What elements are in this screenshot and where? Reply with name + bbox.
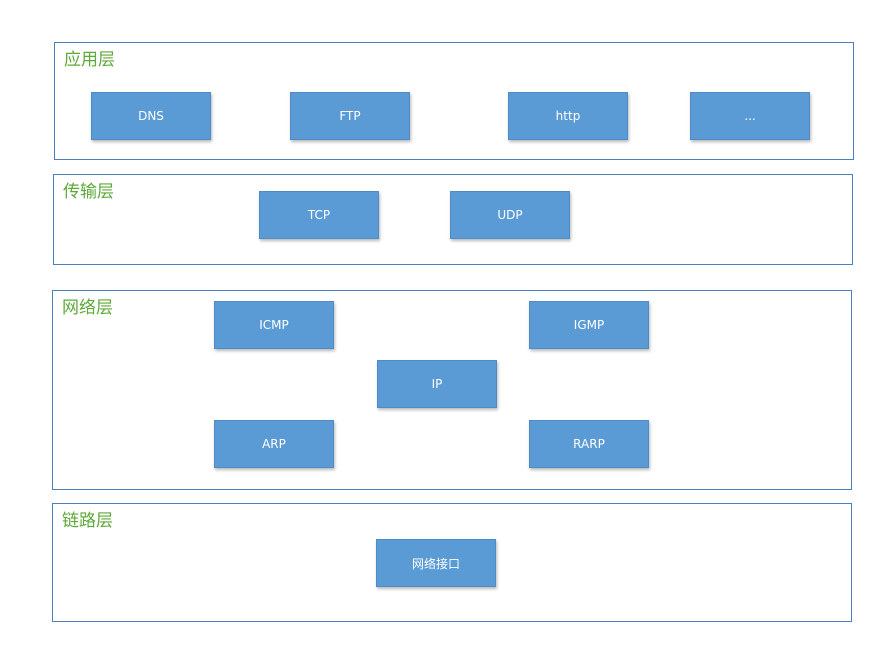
transport-layer-title: 传输层 [63, 182, 114, 202]
link-layer: 链路层 网络接口 [52, 503, 852, 622]
link-layer-title: 链路层 [62, 511, 113, 531]
application-layer-title: 应用层 [64, 50, 115, 70]
protocol-box-ip: IP [377, 360, 497, 408]
protocol-box-http: http [508, 92, 628, 140]
network-layer-title: 网络层 [62, 298, 113, 318]
protocol-box-dns: DNS [91, 92, 211, 140]
protocol-box-igmp: IGMP [529, 301, 649, 349]
protocol-box-arp: ARP [214, 420, 334, 468]
protocol-box-more: ... [690, 92, 810, 140]
protocol-box-network-interface: 网络接口 [376, 539, 496, 587]
protocol-box-rarp: RARP [529, 420, 649, 468]
protocol-box-icmp: ICMP [214, 301, 334, 349]
protocol-box-udp: UDP [450, 191, 570, 239]
protocol-box-tcp: TCP [259, 191, 379, 239]
application-layer: 应用层 DNS FTP http ... [54, 42, 854, 160]
network-layer: 网络层 ICMP IGMP IP ARP RARP [52, 290, 852, 490]
protocol-box-ftp: FTP [290, 92, 410, 140]
transport-layer: 传输层 TCP UDP [53, 174, 853, 265]
